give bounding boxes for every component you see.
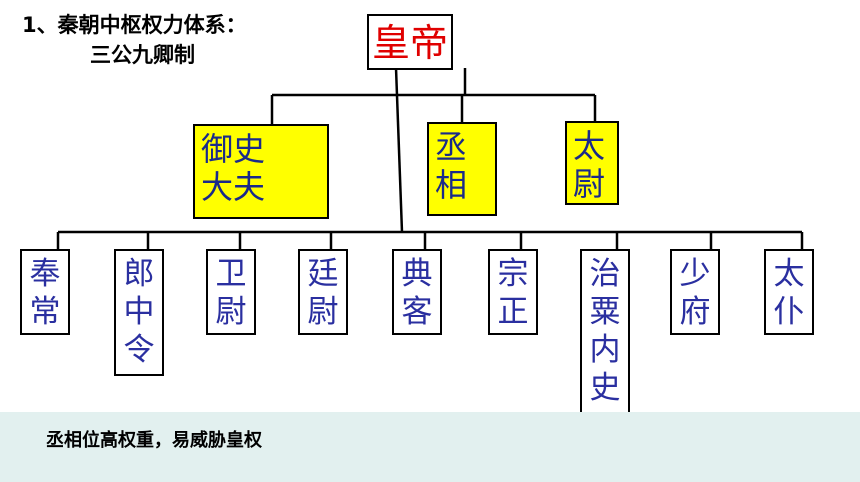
zongzheng-label: 宗 正 [497, 256, 529, 330]
zhisu-neishi-node: 治 粟 内 史 [580, 249, 630, 419]
dianke-node: 典 客 [392, 249, 442, 335]
note-bar: 丞相位高权重，易威胁皇权 [0, 412, 860, 482]
heading-line-1: 1、秦朝中枢权力体系： [22, 13, 247, 37]
taiwei-node: 太 尉 [565, 121, 619, 205]
yushi-dafu-node: 御史 大夫 [193, 124, 329, 219]
emperor-to-jiuqing-line [394, 67, 404, 233]
note-text: 丞相位高权重，易威胁皇权 [46, 430, 262, 451]
emperor-label: 皇帝 [371, 21, 448, 65]
weiwei-node: 卫 尉 [206, 249, 256, 335]
weiwei-label: 卫 尉 [215, 256, 247, 330]
fengchang-label: 奉 常 [29, 256, 61, 330]
taipu-label: 太 仆 [773, 256, 805, 330]
chengxiang-label: 丞 相 [435, 128, 468, 204]
dianke-label: 典 客 [401, 256, 433, 330]
shaofu-node: 少 府 [670, 249, 720, 335]
zongzheng-node: 宗 正 [488, 249, 538, 335]
chengxiang-node: 丞 相 [427, 122, 497, 216]
heading-line-2: 三公九卿制 [90, 43, 195, 67]
tingwei-label: 廷 尉 [307, 256, 339, 330]
taiwei-label: 太 尉 [573, 127, 606, 203]
emperor-node: 皇帝 [367, 14, 453, 70]
shaofu-label: 少 府 [679, 256, 711, 330]
langzhongling-label: 郎 中 令 [123, 256, 155, 368]
taipu-node: 太 仆 [764, 249, 814, 335]
zhisu-neishi-label: 治 粟 内 史 [589, 256, 621, 406]
langzhongling-node: 郎 中 令 [114, 249, 164, 376]
slide-heading: 1、秦朝中枢权力体系： 三公九卿制 [22, 10, 247, 70]
tingwei-node: 廷 尉 [298, 249, 348, 335]
fengchang-node: 奉 常 [20, 249, 70, 335]
yushi-dafu-label: 御史 大夫 [201, 130, 266, 206]
